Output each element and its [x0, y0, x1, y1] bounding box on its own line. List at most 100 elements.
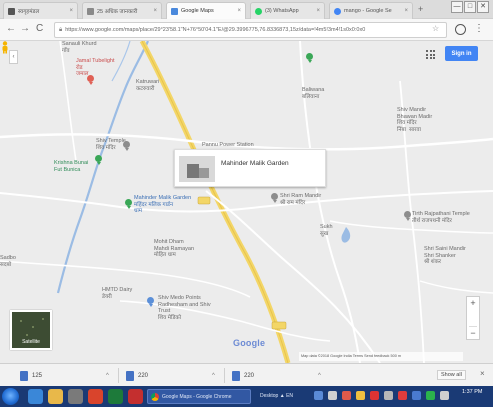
map-attribution[interactable]: Map data ©2018 Google India Terms Send f…	[299, 352, 463, 361]
minimize-button[interactable]: —	[451, 1, 463, 13]
system-tray: Desktop ▲ EN	[258, 389, 493, 404]
street-view-pegman-icon[interactable]	[0, 41, 10, 54]
green-place-pin-icon[interactable]	[125, 199, 132, 209]
app-icon[interactable]	[88, 389, 103, 404]
download-item[interactable]: 220 ^	[232, 368, 327, 383]
new-tab-button[interactable]: +	[418, 4, 424, 14]
download-name: 220	[244, 372, 255, 379]
forward-button[interactable]: →	[20, 23, 30, 34]
folder-icon[interactable]	[48, 389, 63, 404]
tab-close-icon[interactable]: ×	[237, 8, 241, 14]
download-shelf: 125 ^ 220 ^ 220 ^ Show all ×	[0, 363, 493, 386]
file-icon	[232, 370, 240, 381]
chevron-up-icon[interactable]: ^	[318, 372, 321, 379]
tab-1[interactable]: स्वगृहमंडल ×	[3, 2, 78, 19]
close-download-shelf-icon[interactable]: ×	[480, 369, 485, 378]
tray-app-icon[interactable]	[398, 391, 407, 400]
show-all-downloads-button[interactable]: Show all	[437, 370, 466, 380]
browser-menu-icon[interactable]: ⋮	[474, 23, 484, 34]
tab-label: Google Maps	[181, 8, 214, 14]
tray-app-icon[interactable]	[328, 391, 337, 400]
green-place-pin-icon[interactable]	[306, 53, 313, 63]
map-label[interactable]: HMTD Dairy डेयरी	[102, 287, 133, 300]
map-label[interactable]: Sadbo सदबो	[0, 255, 16, 268]
browser-toolbar: ← → C 🔒︎ https://www.google.com/maps/pla…	[0, 19, 493, 41]
download-item[interactable]: 220 ^	[126, 368, 221, 383]
back-button[interactable]: ←	[6, 23, 16, 34]
tray-app-icon[interactable]	[412, 391, 421, 400]
map-label[interactable]: Sanauli Khurd गाँव	[62, 41, 97, 54]
tab-close-icon[interactable]: ×	[316, 8, 320, 14]
tab-2[interactable]: 25 अधिक जानकारी ×	[82, 2, 162, 19]
tab-close-icon[interactable]: ×	[404, 8, 408, 14]
bookmark-star-icon[interactable]: ☆	[432, 24, 440, 33]
green-place-pin-icon[interactable]	[95, 155, 102, 165]
map-label[interactable]: Sukh सुख	[320, 224, 333, 237]
windows-start-button[interactable]	[2, 388, 19, 405]
chevron-up-icon[interactable]: ^	[212, 372, 215, 379]
map-label[interactable]: Shri Saini Mandir Shri Shanker श्री शंकर	[424, 246, 466, 265]
grey-place-pin-icon[interactable]	[404, 211, 411, 221]
chrome-icon	[151, 392, 159, 401]
whatsapp-icon	[255, 7, 262, 15]
tab-label: (3) WhatsApp	[265, 8, 299, 14]
page-favicon-icon	[8, 7, 15, 15]
map-canvas[interactable]: ‹ Sign in Sanauli Khurd गाँव Jamal Tubel…	[0, 41, 493, 363]
grey-place-pin-icon[interactable]	[123, 141, 130, 151]
app-icon[interactable]	[108, 389, 123, 404]
internet-explorer-icon[interactable]	[28, 389, 43, 404]
tray-app-icon[interactable]	[370, 391, 379, 400]
tray-text[interactable]: Desktop ▲ EN	[260, 393, 294, 399]
maximize-button[interactable]: □	[464, 1, 476, 13]
map-label[interactable]: Katruwari कटरुवारी	[136, 79, 160, 92]
tab-close-icon[interactable]: ×	[69, 8, 73, 14]
google-apps-icon[interactable]	[426, 50, 435, 59]
tray-app-icon[interactable]	[356, 391, 365, 400]
media-player-icon[interactable]	[68, 389, 83, 404]
task-label: Google Maps - Google Chrome	[162, 393, 232, 400]
tray-app-icon[interactable]	[342, 391, 351, 400]
zoom-out-button[interactable]: −	[470, 328, 476, 338]
tray-app-icon[interactable]	[384, 391, 393, 400]
google-logo: Google	[233, 338, 266, 348]
map-label[interactable]: Mohit Dham Mahdi Ramayan मोहित धाम	[154, 239, 195, 258]
map-label[interactable]: Mahinder Malik Garden महिंदर मलिक गार्डन…	[134, 195, 192, 214]
blue-place-pin-icon[interactable]	[147, 297, 154, 307]
app-icon[interactable]	[128, 389, 143, 404]
map-label[interactable]: Shiv Mandir Bhawan Madir शिव मंदिर निंबा…	[397, 107, 433, 133]
map-label[interactable]: Krishna Bunai Fut Bunica	[54, 160, 89, 173]
red-place-pin-icon[interactable]	[87, 75, 94, 85]
sign-in-button[interactable]: Sign in	[445, 46, 478, 61]
map-label[interactable]: Pannu Power Station	[202, 142, 254, 148]
tab-close-icon[interactable]: ×	[153, 8, 157, 14]
tab-google-search[interactable]: mango - Google Se ×	[329, 2, 413, 19]
map-label[interactable]: Shiv Temple शिव मंदिर	[96, 138, 126, 151]
download-item[interactable]: 125 ^	[20, 368, 115, 383]
map-label[interactable]: Shri Ram Mandir श्री राम मंदिर	[280, 193, 322, 206]
network-icon[interactable]	[426, 391, 435, 400]
volume-icon[interactable]	[440, 391, 449, 400]
grey-place-pin-icon[interactable]	[271, 193, 278, 203]
tab-label: mango - Google Se	[344, 8, 392, 14]
taskbar-chrome-window[interactable]: Google Maps - Google Chrome	[147, 389, 251, 404]
place-info-card[interactable]: Mahinder Malik Garden	[174, 149, 326, 187]
profile-avatar-icon[interactable]	[455, 24, 466, 35]
close-window-button[interactable]: ✕	[477, 1, 489, 13]
place-photo-thumbnail[interactable]	[179, 156, 215, 182]
map-label[interactable]: Baliwana बलिवाना	[302, 87, 325, 100]
map-label[interactable]: Jamal Tubelight रोड जमाल	[76, 58, 115, 77]
tray-app-icon[interactable]	[314, 391, 323, 400]
system-clock[interactable]: 1:37 PM	[462, 389, 483, 395]
reload-button[interactable]: C	[36, 23, 44, 34]
map-label[interactable]: Tirth Rajpathani Temple तीर्थ राजपथनी मं…	[412, 211, 470, 224]
zoom-in-button[interactable]: +	[470, 298, 476, 308]
satellite-label: Satellite	[22, 339, 40, 345]
address-bar[interactable]: 🔒︎ https://www.google.com/maps/place/29°…	[54, 22, 447, 38]
tab-whatsapp[interactable]: (3) WhatsApp ×	[250, 2, 325, 19]
map-label[interactable]: Shiv Medo Points Radhesham and Shiv Trus…	[158, 295, 211, 321]
chevron-up-icon[interactable]: ^	[106, 372, 109, 379]
tab-google-maps[interactable]: Google Maps ×	[166, 2, 246, 19]
collapse-panel-button[interactable]: ‹	[9, 50, 18, 64]
place-title[interactable]: Mahinder Malik Garden	[221, 160, 289, 167]
satellite-layer-toggle[interactable]: Satellite	[10, 310, 52, 350]
